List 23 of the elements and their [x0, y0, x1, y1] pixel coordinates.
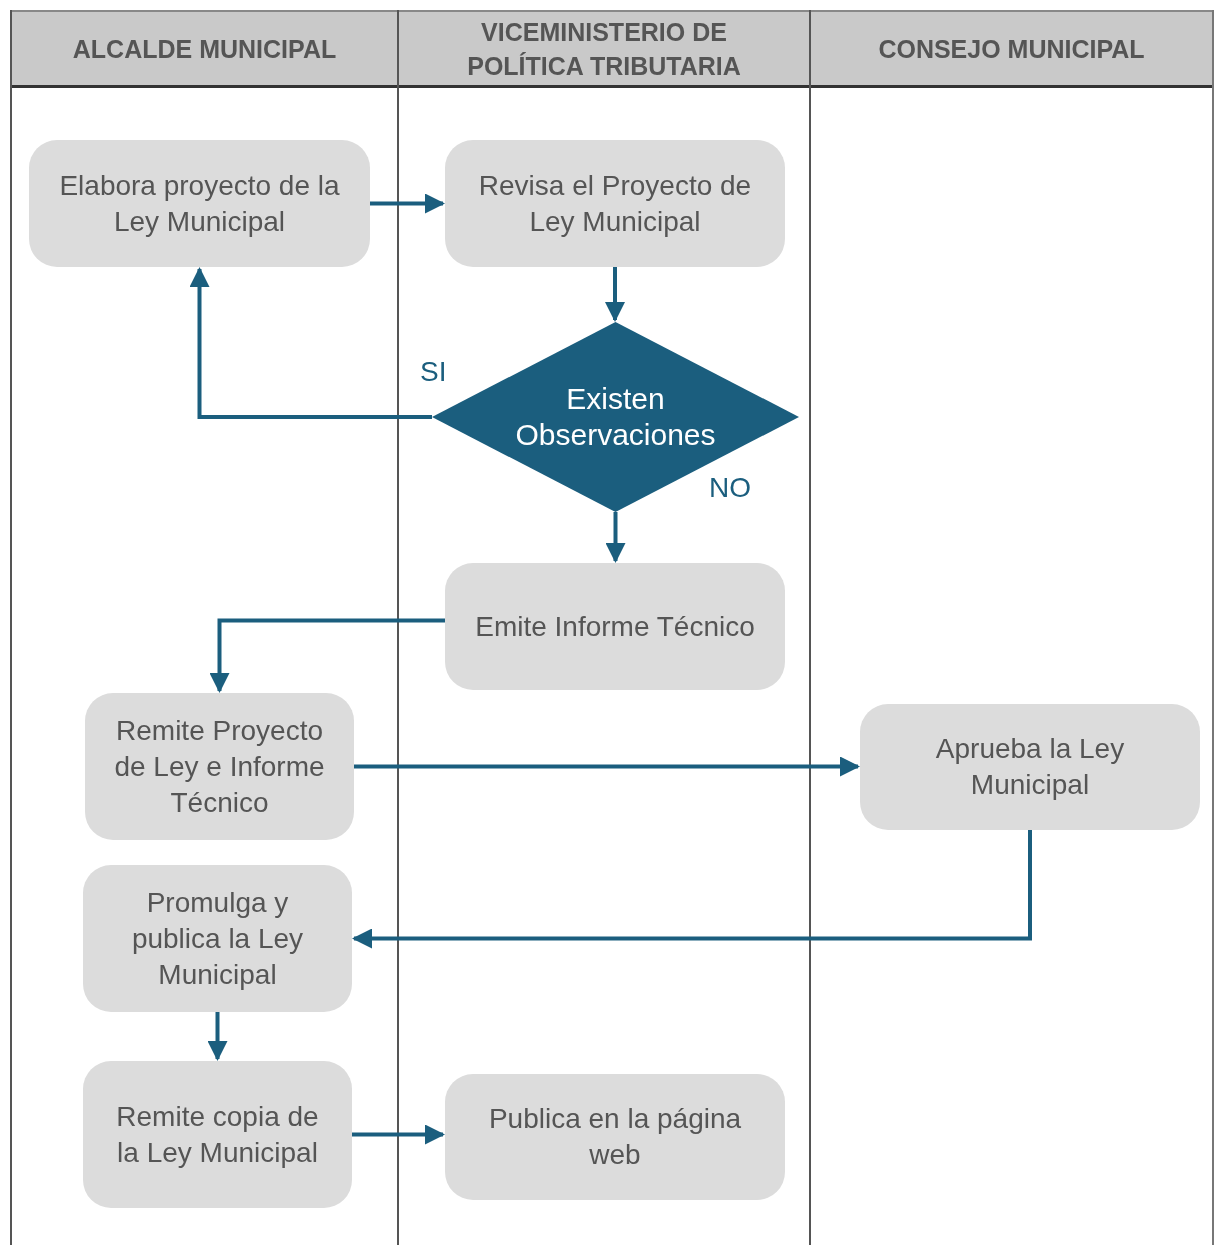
arrow — [207, 1012, 228, 1061]
arrow — [605, 512, 626, 563]
arrow — [605, 267, 625, 322]
arrow — [352, 830, 1032, 949]
swimlane — [10, 10, 397, 1245]
arrow — [352, 1124, 445, 1145]
process-box: Remite copia de la Ley Municipal — [83, 1061, 352, 1208]
arrow — [209, 618, 445, 693]
lane-header: CONSEJO MUNICIPAL — [811, 10, 1212, 88]
process-box: Revisa el Proyecto de Ley Municipal — [445, 140, 785, 267]
process-box: Publica en la página web — [445, 1074, 785, 1200]
arrow — [370, 193, 445, 214]
process-box: Elabora proyecto de la Ley Municipal — [29, 140, 370, 267]
swimlane — [809, 10, 1214, 1245]
arrow — [189, 267, 432, 419]
lane-header: VICEMINISTERIO DE POLÍTICA TRIBUTARIA — [399, 10, 809, 88]
arrow — [354, 756, 860, 777]
process-box: Emite Informe Técnico — [445, 563, 785, 690]
process-box: Aprueba la Ley Municipal — [860, 704, 1200, 830]
process-box: Promulga y publica la Ley Municipal — [83, 865, 352, 1012]
swimlane — [397, 10, 809, 1245]
process-box: Remite Proyecto de Ley e Informe Técnico — [85, 693, 354, 840]
lane-header: ALCALDE MUNICIPAL — [12, 10, 397, 88]
